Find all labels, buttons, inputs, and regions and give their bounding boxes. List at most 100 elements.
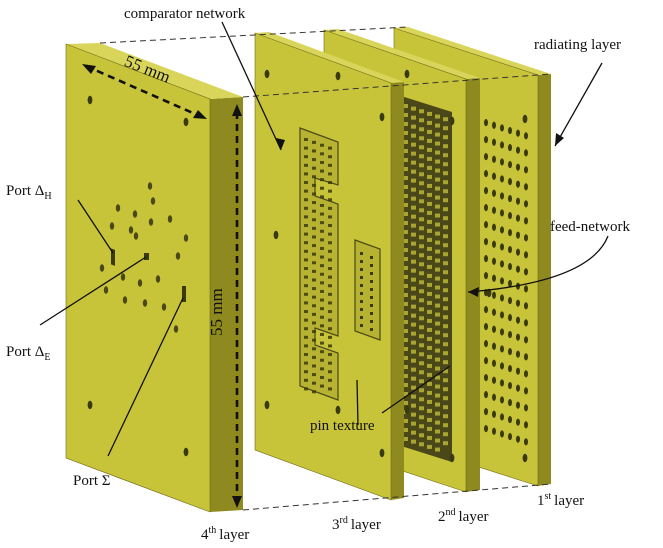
feed-cell — [443, 270, 448, 275]
alignment-hole — [120, 273, 126, 281]
feed-cell — [427, 417, 432, 422]
radiating-slot — [524, 183, 528, 191]
feed-cell — [435, 348, 440, 353]
feed-cell — [411, 313, 416, 318]
radiating-slot — [500, 413, 504, 421]
comparator-pin — [312, 201, 316, 205]
layer-3-num: 3 — [332, 517, 340, 533]
feed-cell — [427, 345, 432, 350]
alignment-hole — [175, 252, 181, 260]
comparator-pin — [304, 301, 308, 305]
comparator-pin — [370, 320, 373, 323]
radiating-slot — [508, 347, 512, 356]
comparator-pin — [312, 261, 316, 265]
comparator-pin — [328, 361, 332, 365]
layer-1-num: 1 — [537, 493, 545, 509]
feed-cell — [435, 267, 440, 272]
alignment-hole — [109, 222, 115, 230]
radiating-slot — [524, 268, 528, 276]
feed-cell — [403, 266, 408, 270]
layer-3-sup: rd — [340, 515, 348, 526]
feed-cell — [403, 230, 408, 234]
feed-cell — [435, 186, 440, 191]
radiating-slot — [484, 119, 488, 127]
radiating-slot — [500, 124, 504, 132]
feed-cell — [427, 282, 432, 287]
label-port-dh-sub: H — [44, 191, 51, 202]
feed-cell — [403, 293, 408, 297]
feed-cell — [403, 401, 408, 405]
comparator-pin — [360, 308, 363, 311]
feed-cell — [427, 390, 432, 395]
feed-cell — [403, 347, 408, 351]
comparator-pin — [312, 209, 316, 213]
feed-cell — [419, 235, 424, 240]
feed-cell — [443, 288, 448, 293]
feed-cell — [435, 429, 440, 434]
mounting-hole — [404, 405, 410, 415]
feed-cell — [411, 304, 416, 309]
alignment-hole — [133, 232, 139, 240]
feed-cell — [443, 117, 448, 122]
feed-cell — [443, 342, 448, 347]
feed-cell — [435, 366, 440, 371]
radiating-slot — [524, 438, 528, 446]
comparator-pin — [312, 347, 316, 351]
comparator-pin — [320, 315, 324, 319]
comparator-pin — [304, 284, 308, 288]
feed-cell — [435, 231, 440, 236]
radiating-slot — [524, 200, 528, 208]
feed-cell — [427, 399, 432, 404]
mounting-hole — [486, 288, 492, 298]
radiating-slot — [516, 180, 520, 188]
feed-cell — [403, 365, 408, 369]
feed-cell — [443, 225, 448, 230]
radiating-slot — [516, 384, 520, 392]
mounting-hole — [449, 453, 455, 463]
feed-cell — [427, 444, 432, 449]
feed-cell — [443, 396, 448, 401]
layer-2-top — [324, 29, 480, 79]
feed-cell — [411, 322, 416, 327]
leader-port-sigma — [107, 297, 184, 457]
radiating-slot — [524, 319, 528, 327]
comparator-pin — [320, 212, 324, 216]
comparator-pin — [312, 158, 316, 162]
label-port-dh: Port ΔH — [6, 183, 52, 202]
feed-cell — [427, 381, 432, 386]
comparator-pin — [320, 152, 324, 156]
comparator-pin — [312, 149, 316, 153]
alignment-hole — [137, 279, 143, 287]
alignment-hole — [183, 234, 189, 242]
label-pin-texture: pin texture — [310, 418, 375, 434]
feed-cell — [419, 361, 424, 366]
feed-cell — [427, 201, 432, 206]
comparator-pin — [320, 375, 324, 379]
layer-2-word: layer — [459, 509, 489, 525]
feed-cell — [411, 160, 416, 165]
radiating-slot — [524, 285, 528, 293]
feed-cell — [443, 441, 448, 446]
feed-cell — [411, 259, 416, 264]
comparator-pin — [304, 163, 308, 167]
feed-cell — [411, 376, 416, 381]
comparator-pin — [312, 312, 316, 316]
leader-pin-texture — [356, 379, 359, 426]
feed-cell — [403, 428, 408, 432]
feed-cell — [435, 330, 440, 335]
feed-cell — [411, 223, 416, 228]
feed-cell — [419, 127, 424, 132]
comparator-pin — [304, 206, 308, 210]
leader-port-dh — [77, 199, 114, 254]
feed-cell — [419, 271, 424, 276]
feed-cell — [427, 111, 432, 116]
dimension-55mm-top — [82, 64, 207, 119]
feed-cell — [419, 226, 424, 231]
feed-cell — [411, 124, 416, 129]
alignment-hole — [167, 215, 173, 223]
feed-cell — [403, 392, 408, 396]
comparator-pin — [304, 241, 308, 245]
alignment-hole — [142, 299, 148, 307]
radiating-slot — [492, 376, 496, 384]
layer-4-word: layer — [219, 527, 249, 543]
